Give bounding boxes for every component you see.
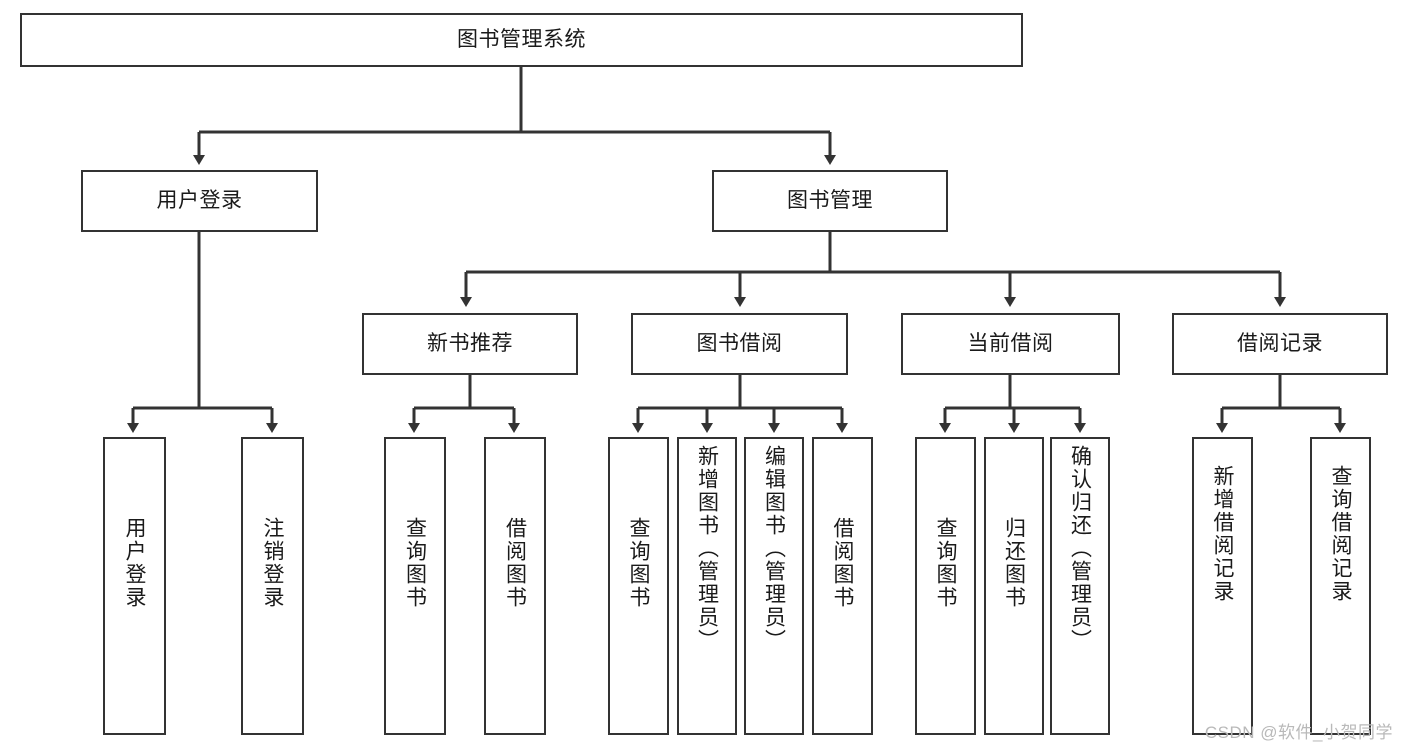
node-leaf-return-book[interactable]: 归还图书 <box>984 437 1044 735</box>
node-leaf-confirm-return-label: 确认归还（管理员） <box>1068 445 1092 652</box>
node-borrow-record-label: 借阅记录 <box>1237 332 1323 356</box>
node-leaf-user-logout[interactable]: 注销登录 <box>241 437 304 735</box>
node-new-book-recommend[interactable]: 新书推荐 <box>362 313 578 375</box>
node-leaf-return-book-label: 归还图书 <box>1002 517 1026 609</box>
node-current-borrow[interactable]: 当前借阅 <box>901 313 1120 375</box>
node-leaf-query-record-label: 查询借阅记录 <box>1329 465 1352 603</box>
node-leaf-query-book-1-label: 查询图书 <box>403 517 427 609</box>
node-leaf-user-logout-label: 注销登录 <box>261 517 284 609</box>
node-leaf-add-record[interactable]: 新增借阅记录 <box>1192 437 1253 735</box>
node-leaf-confirm-return[interactable]: 确认归还（管理员） <box>1050 437 1110 735</box>
node-leaf-add-record-label: 新增借阅记录 <box>1211 465 1234 603</box>
node-book-borrow[interactable]: 图书借阅 <box>631 313 848 375</box>
node-leaf-borrow-book-1-label: 借阅图书 <box>503 517 527 609</box>
csdn-watermark: CSDN @软件_小贺同学 <box>1204 723 1393 742</box>
node-leaf-user-login-label: 用户登录 <box>123 517 146 609</box>
node-leaf-query-record[interactable]: 查询借阅记录 <box>1310 437 1371 735</box>
node-leaf-add-book[interactable]: 新增图书（管理员） <box>677 437 737 735</box>
node-user-login-label: 用户登录 <box>156 189 243 213</box>
node-leaf-edit-book[interactable]: 编辑图书（管理员） <box>744 437 804 735</box>
node-root-label: 图书管理系统 <box>457 28 586 52</box>
node-leaf-user-login[interactable]: 用户登录 <box>103 437 166 735</box>
node-leaf-borrow-book-2-label: 借阅图书 <box>831 517 854 609</box>
node-new-book-recommend-label: 新书推荐 <box>427 332 513 356</box>
node-root[interactable]: 图书管理系统 <box>20 13 1023 67</box>
node-book-manage-label: 图书管理 <box>787 189 873 213</box>
node-book-manage[interactable]: 图书管理 <box>712 170 948 232</box>
node-leaf-query-book-2[interactable]: 查询图书 <box>608 437 669 735</box>
node-leaf-query-book-2-label: 查询图书 <box>627 517 650 609</box>
node-leaf-query-book-1[interactable]: 查询图书 <box>384 437 446 735</box>
node-current-borrow-label: 当前借阅 <box>967 332 1054 356</box>
node-user-login[interactable]: 用户登录 <box>81 170 318 232</box>
node-leaf-edit-book-label: 编辑图书（管理员） <box>762 445 786 652</box>
node-leaf-add-book-label: 新增图书（管理员） <box>695 445 719 652</box>
node-leaf-query-book-3[interactable]: 查询图书 <box>915 437 976 735</box>
node-leaf-borrow-book-2[interactable]: 借阅图书 <box>812 437 873 735</box>
node-book-borrow-label: 图书借阅 <box>696 332 783 356</box>
node-borrow-record[interactable]: 借阅记录 <box>1172 313 1388 375</box>
node-leaf-query-book-3-label: 查询图书 <box>934 517 957 609</box>
node-leaf-borrow-book-1[interactable]: 借阅图书 <box>484 437 546 735</box>
